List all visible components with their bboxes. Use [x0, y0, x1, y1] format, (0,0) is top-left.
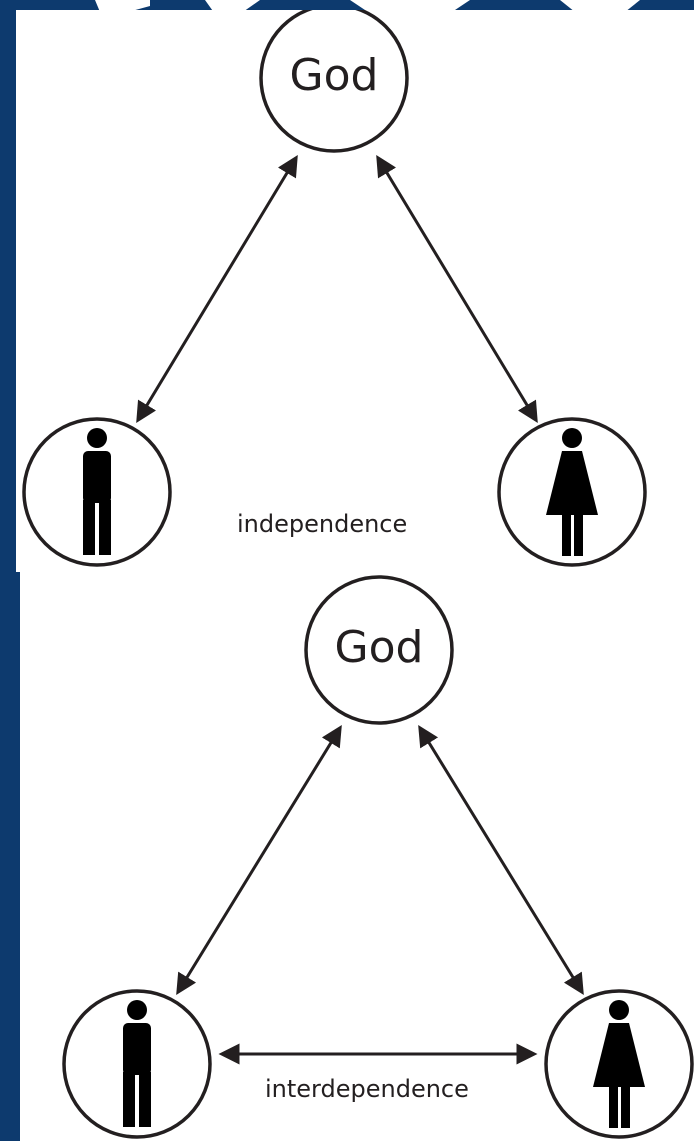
god-node-circle: [259, 10, 409, 153]
arrow-god-man: [136, 155, 298, 423]
arrow-god-woman: [418, 725, 584, 995]
interdependence-caption: interdependence: [265, 1075, 469, 1103]
god-node-circle: [304, 575, 454, 725]
independence-diagram: God independence: [16, 10, 694, 572]
arrow-god-woman: [376, 155, 538, 423]
god-node-label: God: [289, 50, 379, 101]
man-figure-icon: [83, 428, 111, 555]
independence-caption: independence: [237, 510, 408, 538]
arrow-god-man: [176, 725, 342, 995]
woman-figure-icon: [546, 428, 598, 556]
god-node-label: God: [334, 622, 424, 673]
man-figure-icon: [123, 1000, 151, 1127]
woman-figure-icon: [593, 1000, 645, 1128]
interdependence-diagram: God interdependence: [20, 572, 694, 1141]
